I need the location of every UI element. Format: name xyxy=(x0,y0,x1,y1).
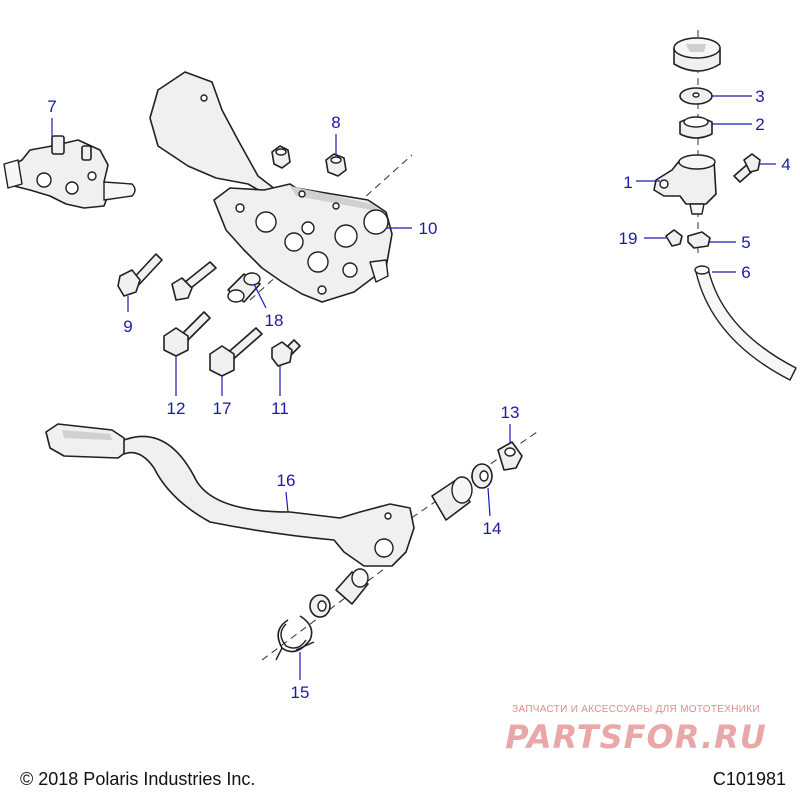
cap-part-13 xyxy=(497,441,523,471)
brake-pedal-part-16 xyxy=(45,423,415,567)
callout-5: 5 xyxy=(741,233,750,252)
screw-part-4 xyxy=(733,153,761,183)
callout-9: 9 xyxy=(123,317,132,336)
callout-18: 18 xyxy=(265,311,284,330)
bolt-part-17 xyxy=(209,327,263,377)
nut-part-8 xyxy=(325,153,347,177)
figure-id: C101981 xyxy=(712,769,786,789)
leader-14 xyxy=(487,487,491,517)
leader-18 xyxy=(253,283,267,309)
spacer-part-18 xyxy=(227,272,261,303)
bushing-lower xyxy=(335,568,369,605)
callout-15: 15 xyxy=(291,683,310,702)
callout-4: 4 xyxy=(781,155,790,174)
callout-11: 11 xyxy=(271,399,289,418)
spring-part-15 xyxy=(275,615,315,661)
callout-7: 7 xyxy=(47,97,56,116)
bushing-upper xyxy=(431,476,473,521)
bolt-part-9b xyxy=(171,261,217,301)
watermark-logo: PARTSFOR.RU xyxy=(505,718,767,756)
reservoir-body-part-1 xyxy=(653,154,717,215)
callout-13: 13 xyxy=(501,403,520,422)
watermark-tagline: ЗАПЧАСТИ И АКСЕССУАРЫ ДЛЯ МОТОТЕХНИКИ xyxy=(512,704,760,715)
callout-8: 8 xyxy=(331,113,340,132)
diaphragm-plate-part-2 xyxy=(679,116,713,139)
callout-19: 19 xyxy=(619,229,638,248)
brake-bracket-part-10 xyxy=(149,71,393,303)
leader-16 xyxy=(285,491,289,513)
callout-3: 3 xyxy=(755,87,764,106)
callout-17: 17 xyxy=(213,399,232,418)
hose-part-6 xyxy=(694,265,797,381)
clamp-part-5 xyxy=(687,231,711,249)
partsfor-watermark: ЗАПЧАСТИ И АКСЕССУАРЫ ДЛЯ МОТОТЕХНИКИ PA… xyxy=(488,704,784,760)
callout-1: 1 xyxy=(623,173,632,192)
washer-lower xyxy=(309,594,331,618)
callout-10: 10 xyxy=(419,219,438,238)
nut-part-8-top xyxy=(271,145,291,169)
bolt-part-12 xyxy=(163,311,211,357)
callout-2: 2 xyxy=(755,115,764,134)
bolt-part-11 xyxy=(271,339,301,367)
washer-part-14 xyxy=(471,463,493,489)
copyright-text: © 2018 Polaris Industries Inc. xyxy=(20,769,256,789)
master-cylinder-part-7 xyxy=(3,135,136,209)
diaphragm-part-3 xyxy=(679,87,713,105)
nut-part-19 xyxy=(665,229,683,247)
callout-16: 16 xyxy=(277,471,296,490)
reservoir-cap-part xyxy=(673,37,721,72)
bolt-part-9 xyxy=(117,253,163,297)
callout-14: 14 xyxy=(483,519,502,538)
callout-12: 12 xyxy=(167,399,186,418)
callout-6: 6 xyxy=(741,263,750,282)
